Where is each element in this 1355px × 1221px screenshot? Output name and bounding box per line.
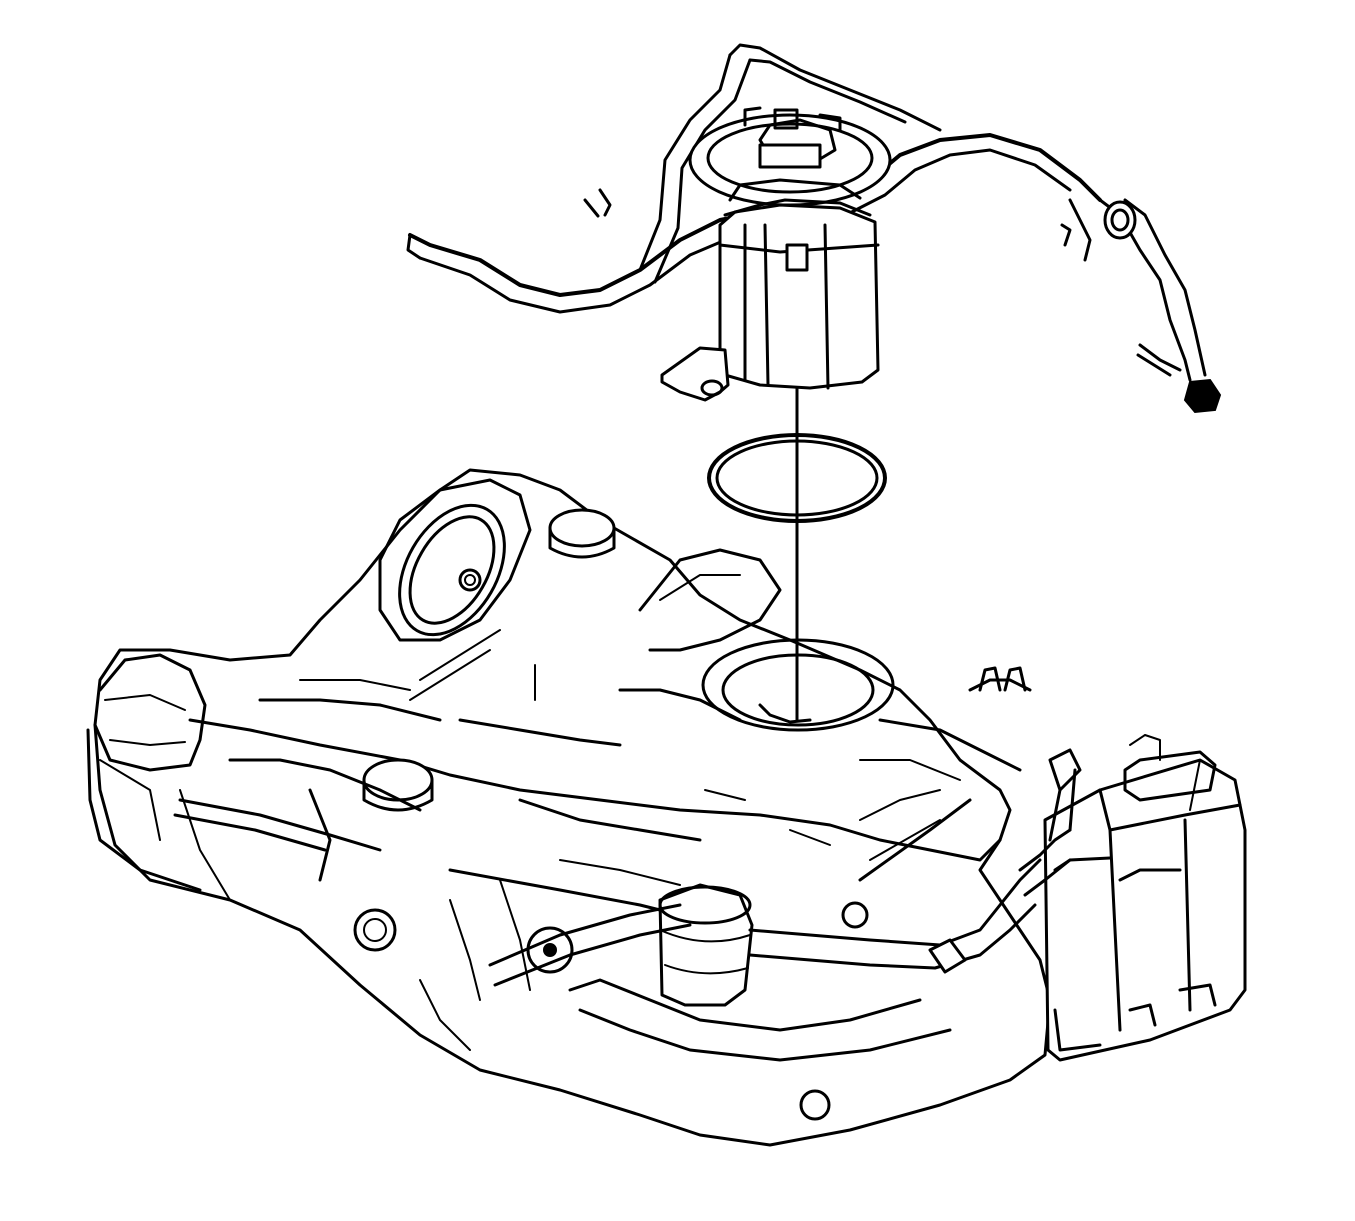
fuel-tank [86,468,1052,1147]
fuel-tank-body [93,468,1052,1147]
fuel-pump-module-icon [660,106,892,402]
fuel-line-icon [173,43,1222,987]
fuel-tank-port-top [548,508,616,548]
fuel-filter [658,883,754,1007]
fuel-filter-icon [658,883,754,1007]
fuel-tank-port-left [362,758,434,802]
fuel-tank-left-bulge [93,653,207,772]
evap-canister-icon [1043,734,1247,1062]
fuel-tank-saddle-left [378,478,532,642]
evap-canister [1043,758,1247,1062]
fuel-tank-top-deck [188,718,1002,862]
